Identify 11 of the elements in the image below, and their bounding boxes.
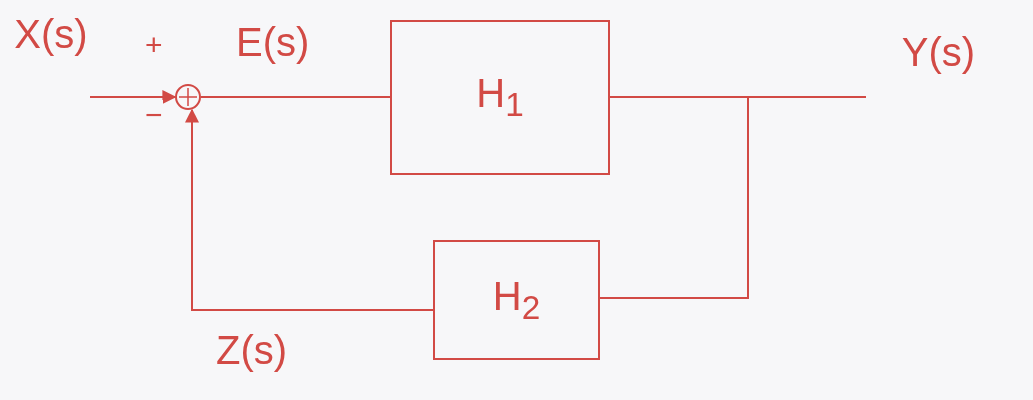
block-label: H$_{2}$ xyxy=(492,273,541,327)
arrow xyxy=(89,90,177,104)
signal-line xyxy=(599,96,749,299)
block-label: H$_{1}$ xyxy=(476,71,524,124)
transfer-function-block xyxy=(433,240,600,360)
signal-line xyxy=(200,96,391,98)
arrow xyxy=(185,108,434,311)
summing-junction xyxy=(175,84,201,110)
signal-label: X(s) xyxy=(14,12,88,57)
transfer-function-block xyxy=(390,20,610,175)
signal-label: Y(s) xyxy=(901,30,976,75)
